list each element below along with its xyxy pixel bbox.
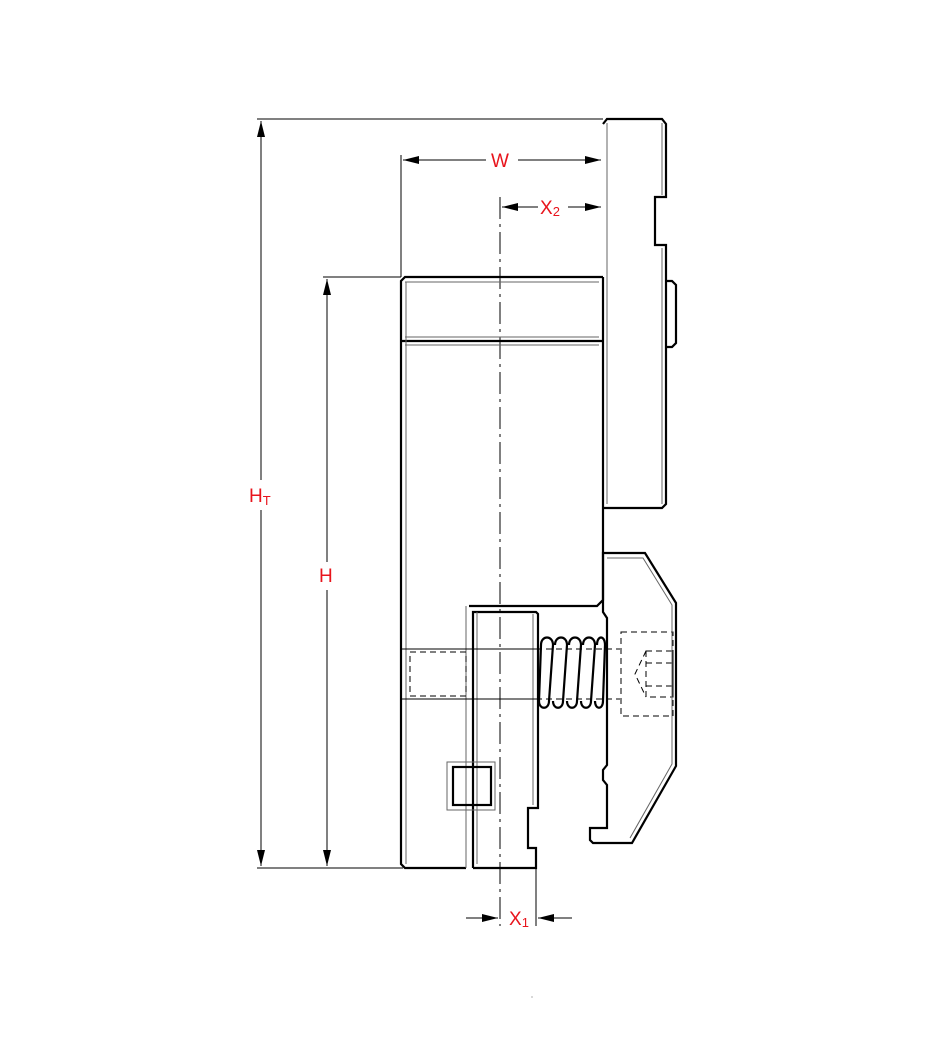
bolt-hidden	[401, 631, 674, 717]
stray-mark	[531, 996, 533, 998]
spring	[537, 636, 607, 709]
main-block	[399, 275, 605, 870]
label-offset-bottom: X1	[509, 909, 529, 930]
label-height: H	[319, 566, 333, 587]
key-square	[446, 761, 496, 811]
label-offset-top: X2	[540, 198, 560, 219]
dimension-total-height: HT	[249, 121, 271, 866]
dimension-offset-top: X2	[502, 198, 601, 219]
label-width: W	[491, 151, 509, 172]
dimension-height: H	[319, 279, 333, 866]
clamp-jaw	[588, 551, 678, 845]
dimension-width: W	[403, 151, 601, 172]
slide-block	[471, 610, 540, 870]
dimension-offset-bottom: X1	[466, 909, 572, 930]
label-total-height: HT	[249, 486, 271, 508]
extension-lines	[257, 118, 603, 926]
mounting-plate	[602, 117, 678, 510]
